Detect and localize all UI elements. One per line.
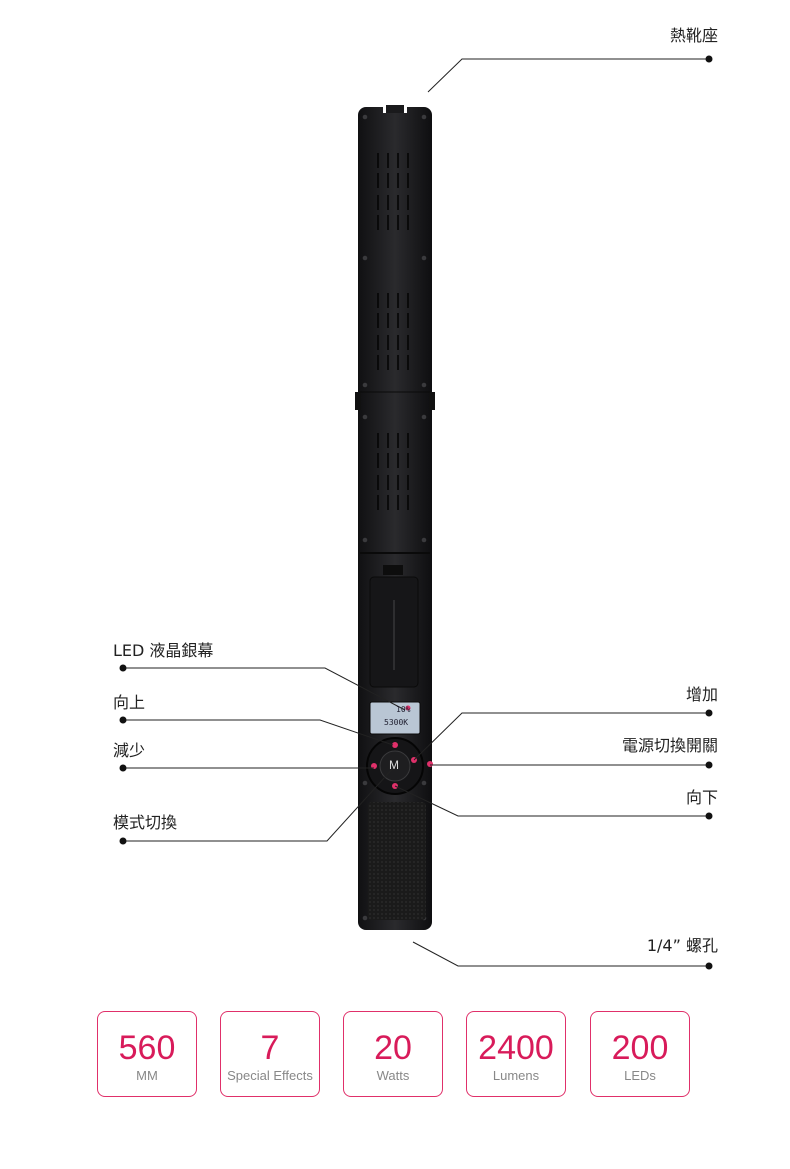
label-mode-switch: 模式切換 xyxy=(113,813,178,832)
spec-value: 2400 xyxy=(478,1029,554,1067)
spec-card-leds: 200 LEDs xyxy=(590,1011,690,1097)
spec-value: 7 xyxy=(260,1029,280,1067)
spec-value: 560 xyxy=(118,1029,176,1067)
spec-unit: Special Effects xyxy=(227,1068,313,1083)
spec-card-length: 560 MM xyxy=(97,1011,197,1097)
label-decrease: 減少 xyxy=(113,741,146,760)
label-hot-shoe: 熱靴座 xyxy=(669,26,718,45)
power-marker-dot xyxy=(427,761,433,767)
vent-slots xyxy=(377,153,409,510)
label-up: 向上 xyxy=(113,693,146,712)
up-marker-dot xyxy=(392,742,398,748)
spec-unit: Lumens xyxy=(492,1068,540,1083)
label-lcd-screen: LED 液晶銀幕 xyxy=(113,641,214,660)
spec-card-lumens: 2400 Lumens xyxy=(466,1011,566,1097)
lcd-line-1: 10% xyxy=(396,705,411,714)
callout-end-dots xyxy=(119,55,713,970)
label-down: 向下 xyxy=(685,788,718,807)
spec-card-watts: 20 Watts xyxy=(343,1011,443,1097)
spec-unit: MM xyxy=(136,1068,158,1083)
label-power-switch: 電源切換開關 xyxy=(621,736,718,755)
label-increase: 增加 xyxy=(685,685,718,704)
lcd-marker-dot xyxy=(405,705,411,711)
screw-dots xyxy=(362,114,427,921)
spec-unit: Watts xyxy=(376,1068,410,1083)
spec-value: 200 xyxy=(611,1029,669,1067)
lcd-line-2: 5300K xyxy=(384,718,409,727)
grip-panel xyxy=(368,802,426,920)
spec-card-effects: 7 Special Effects xyxy=(220,1011,320,1097)
spec-value: 20 xyxy=(374,1029,412,1067)
callout-lines xyxy=(123,58,709,967)
battery-compartment xyxy=(369,565,419,688)
label-screw-hole: 1/4” 螺孔 xyxy=(646,936,718,955)
mode-button-label: M xyxy=(389,758,399,772)
spec-unit: LEDs xyxy=(624,1068,656,1083)
